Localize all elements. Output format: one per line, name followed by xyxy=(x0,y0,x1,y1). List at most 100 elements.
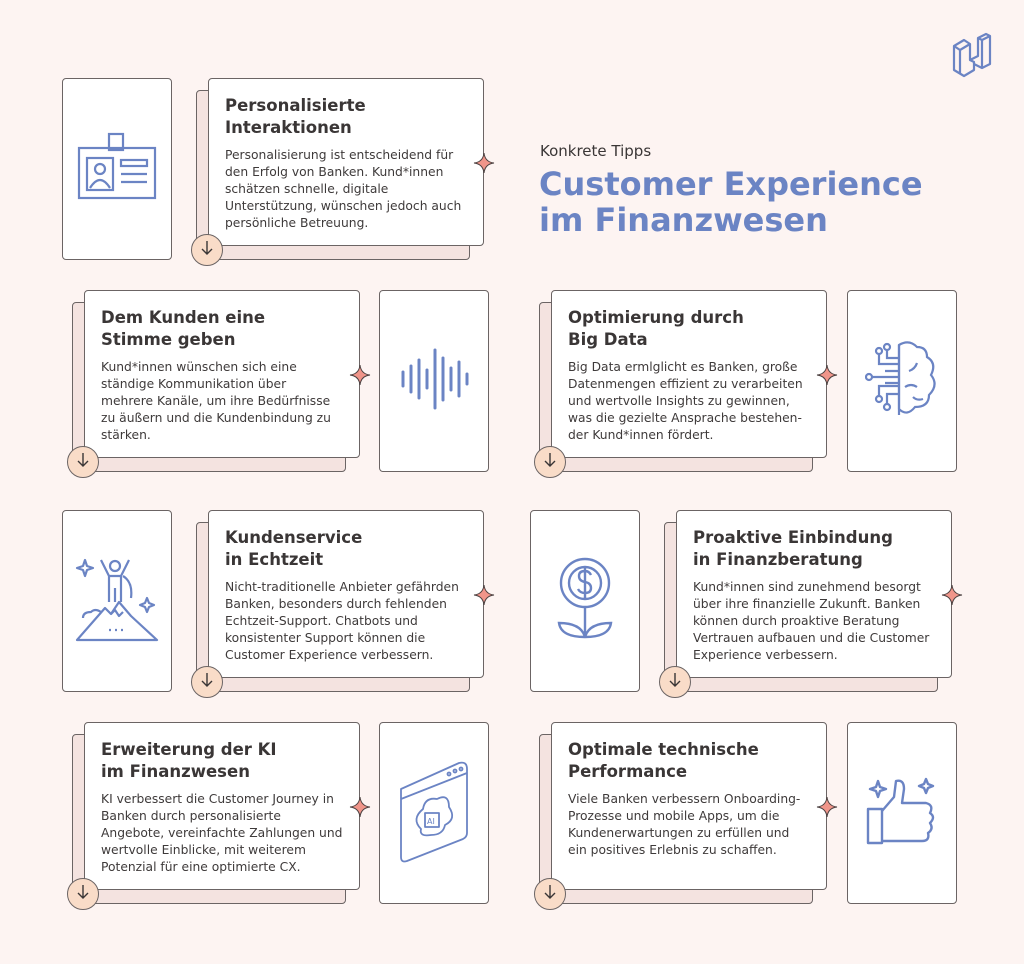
tip-body-line: Viele Banken verbessern Onboarding- xyxy=(568,792,801,806)
tip-body-line: mehrere Kanäle, um ihre Bedürfnisse xyxy=(101,394,331,408)
arrow-down-icon xyxy=(668,672,682,692)
tip-body-line: den Erfolg von Banken. Kund*innen xyxy=(225,165,444,179)
icon-box xyxy=(62,78,172,260)
tip-body-line: Banken durch personalisierte xyxy=(101,809,281,823)
tip-body-line: Kundenerwartungen zu erfüllen und xyxy=(568,826,790,840)
svg-text:AI: AI xyxy=(427,817,435,826)
tip-body: Personalisierung ist entscheidend für den… xyxy=(225,147,469,232)
icon-box xyxy=(379,290,489,472)
tip-card: Erweiterung der KI im Finanzwesen KI verb… xyxy=(84,722,360,890)
arrow-down-button[interactable] xyxy=(191,234,223,266)
tip-body-line: schätzen schnelle, digitale xyxy=(225,182,389,196)
arrow-down-icon xyxy=(200,672,214,692)
tip-title-line: Kundenservice xyxy=(225,528,363,547)
tip-body-line: wertvolle Einblicke, mit weiterem xyxy=(101,843,306,857)
tip-body-line: KI verbessert die Customer Journey in xyxy=(101,792,334,806)
tip-title: Erweiterung der KI im Finanzwesen xyxy=(101,739,345,783)
tip-body-line: Potenzial für eine optimierte CX. xyxy=(101,860,301,874)
tip-card: Kundenservice in Echtzeit Nicht-tradition… xyxy=(208,510,484,678)
sparkle-star-icon xyxy=(473,152,495,178)
tip-body-line: und wertvolle Insights zu gewinnen, xyxy=(568,394,790,408)
arrow-down-icon xyxy=(543,884,557,904)
tip-body-line: was die gezielte Ansprache bestehen- xyxy=(568,411,802,425)
kicker-text: Konkrete Tipps xyxy=(540,142,652,160)
sound-wave-icon xyxy=(399,344,469,418)
page-title: Customer Experience im Finanzwesen xyxy=(539,166,923,238)
ai-browser-icon: AI xyxy=(397,759,471,867)
dollar-flower-icon xyxy=(553,557,617,645)
arrow-down-button[interactable] xyxy=(534,878,566,910)
tip-title-line: Dem Kunden eine xyxy=(101,308,266,327)
tip-body-line: Banken, besonders durch fehlenden xyxy=(225,597,447,611)
icon-box xyxy=(62,510,172,692)
sparkle-star-icon xyxy=(941,584,963,610)
icon-box: AI xyxy=(379,722,489,904)
tip-body-line: Vertrauen aufbauen und die Customer xyxy=(693,631,930,645)
icon-box xyxy=(530,510,640,692)
arrow-down-icon xyxy=(543,452,557,472)
arrow-down-button[interactable] xyxy=(67,878,99,910)
tip-body: KI verbessert die Customer Journey in Ban… xyxy=(101,791,345,876)
tip-title-line: Optimale technische xyxy=(568,740,759,759)
arrow-down-icon xyxy=(200,240,214,260)
title-line: Customer Experience xyxy=(539,165,923,203)
icon-box xyxy=(847,722,957,904)
icon-box xyxy=(847,290,957,472)
mountain-summit-person-icon xyxy=(75,554,159,648)
tip-body-line: stärken. xyxy=(101,428,151,442)
tip-body-line: Big Data ermlglicht es Banken, große xyxy=(568,360,798,374)
sparkle-star-icon xyxy=(473,584,495,610)
tip-title-line: Stimme geben xyxy=(101,330,236,349)
arrow-down-icon xyxy=(76,884,90,904)
tip-body-line: Experience verbessern. xyxy=(693,648,838,662)
thumbs-up-icon xyxy=(864,775,940,851)
id-badge-icon xyxy=(77,132,157,206)
tip-body-line: Kund*innen wünschen sich eine xyxy=(101,360,297,374)
tip-title-line: Proaktive Einbindung xyxy=(693,528,893,547)
tip-body-line: Nicht-traditionelle Anbieter gefährden xyxy=(225,580,459,594)
tip-body: Viele Banken verbessern Onboarding- Proze… xyxy=(568,791,812,859)
title-line: im Finanzwesen xyxy=(539,201,828,239)
tip-title-line: Interaktionen xyxy=(225,118,352,137)
sparkle-star-icon xyxy=(349,796,371,822)
circuit-brain-icon xyxy=(864,337,939,425)
tip-body-line: Echtzeit-Support. Chatbots und xyxy=(225,614,418,628)
isometric-n-logo-icon xyxy=(950,30,992,84)
arrow-down-button[interactable] xyxy=(534,446,566,478)
tip-body-line: Prozesse und mobile Apps, um die xyxy=(568,809,780,823)
arrow-down-button[interactable] xyxy=(191,666,223,698)
tip-title-line: Personalisierte xyxy=(225,96,366,115)
tip-body-line: ein positives Erlebnis zu schaffen. xyxy=(568,843,777,857)
tip-body-line: Personalisierung ist entscheidend für xyxy=(225,148,454,162)
tip-body-line: Angebote, vereinfachte Zahlungen und xyxy=(101,826,343,840)
tip-body-line: der Kund*innen fördert. xyxy=(568,428,714,442)
tip-body-line: persönliche Betreuung. xyxy=(225,216,369,230)
arrow-down-button[interactable] xyxy=(659,666,691,698)
sparkle-star-icon xyxy=(349,364,371,390)
tip-title: Kundenservice in Echtzeit xyxy=(225,527,469,571)
tip-body-line: Kund*innen sind zunehmend besorgt xyxy=(693,580,921,594)
tip-body-line: Customer Experience verbessern. xyxy=(225,648,434,662)
tip-body-line: können durch proaktive Beratung xyxy=(693,614,900,628)
tip-title-line: im Finanzwesen xyxy=(101,762,250,781)
tip-body-line: Datenmengen effizient zu verarbeiten xyxy=(568,377,803,391)
tip-title-line: in Echtzeit xyxy=(225,550,324,569)
tip-body-line: Unterstützung, wünschen jedoch auch xyxy=(225,199,462,213)
tip-title-line: Erweiterung der KI xyxy=(101,740,277,759)
tip-body-line: ständige Kommunikation über xyxy=(101,377,287,391)
tip-body-line: konsistenter Support können die xyxy=(225,631,426,645)
tip-title-line: Optimierung durch xyxy=(568,308,744,327)
arrow-down-icon xyxy=(76,452,90,472)
arrow-down-button[interactable] xyxy=(67,446,99,478)
